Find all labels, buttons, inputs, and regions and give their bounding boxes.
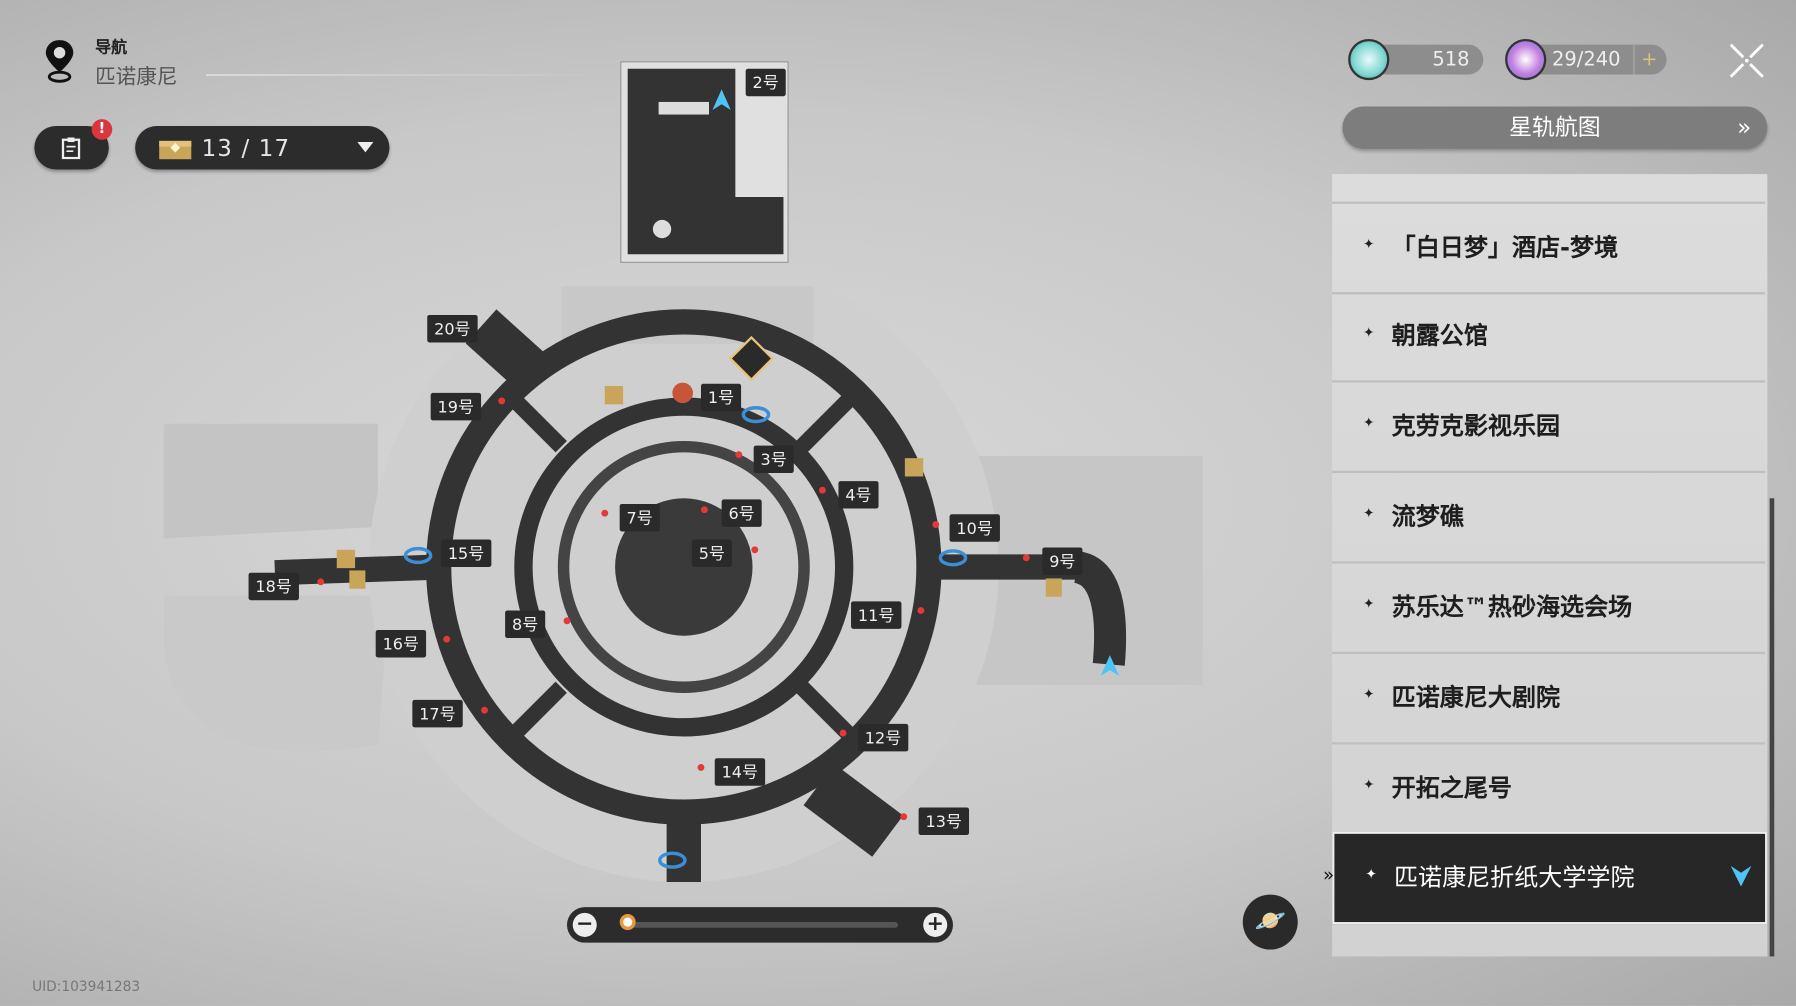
zoom-in-button[interactable]: +: [923, 912, 948, 937]
map-label-20[interactable]: 20号: [427, 314, 478, 343]
divider: [206, 74, 608, 76]
location-label: 流梦礁: [1391, 502, 1464, 531]
zoom-slider[interactable]: − +: [566, 907, 953, 943]
map-label-10[interactable]: 10号: [949, 514, 1000, 542]
location-item[interactable]: ✦ 流梦礁: [1332, 473, 1766, 564]
star-icon: ✦: [1363, 686, 1375, 703]
location-label: 匹诺康尼折纸大学学院: [1393, 863, 1635, 892]
location-item-selected[interactable]: ✦ 匹诺康尼折纸大学学院: [1332, 831, 1768, 925]
location-item[interactable]: ✦ 克劳克影视乐园: [1332, 383, 1766, 474]
map-label-8[interactable]: 8号: [505, 610, 546, 638]
map-label-15[interactable]: 15号: [440, 539, 492, 567]
location-list[interactable]: ✦ 「白日梦」酒店-梦境 ✦ 朝露公馆 ✦ 克劳克影视乐园 ✦ 流梦礁 ✦ 苏乐达™热砂海…: [1332, 174, 1768, 957]
double-chevron-right-icon: »: [1737, 113, 1752, 141]
list-scrollbar[interactable]: [1769, 498, 1775, 957]
space-anchor-icons[interactable]: [403, 406, 968, 869]
close-icon[interactable]: [1727, 41, 1766, 80]
map-label-1[interactable]: 1号: [700, 383, 741, 412]
location-label: 朝露公馆: [1391, 321, 1488, 350]
player-arrow-icons: [712, 89, 1120, 676]
stellar-jade-icon: [1348, 38, 1390, 81]
location-label: 苏乐达™热砂海选会场: [1391, 593, 1633, 621]
location-label: 克劳克影视乐园: [1391, 412, 1561, 440]
puzzle-icons[interactable]: [336, 382, 1062, 597]
map-background: [163, 61, 1203, 882]
location-label: 「白日梦」酒店-梦境: [1391, 233, 1619, 262]
planet-icon: 🪐: [1254, 907, 1286, 936]
zoom-out-button[interactable]: −: [572, 912, 597, 937]
map-label-18[interactable]: 18号: [248, 572, 299, 601]
star-icon: ✦: [1365, 865, 1377, 882]
map-label-4[interactable]: 4号: [838, 481, 879, 509]
region-name: 匹诺康尼: [95, 65, 178, 90]
star-icon: ✦: [1363, 414, 1375, 431]
zoom-track[interactable]: [626, 922, 899, 928]
location-item[interactable]: ✦ 匹诺康尼大剧院: [1332, 654, 1766, 745]
map-label-3[interactable]: 3号: [753, 445, 794, 474]
map-label-9[interactable]: 9号: [1042, 547, 1083, 575]
map-label-12[interactable]: 12号: [857, 723, 909, 752]
chest-count: 13 / 17: [201, 134, 291, 162]
map-label-19[interactable]: 19号: [430, 392, 481, 421]
stellar-jade-value: 518: [1432, 48, 1470, 72]
location-item[interactable]: ✦ 朝露公馆: [1332, 292, 1766, 383]
location-label: 开拓之尾号: [1391, 774, 1512, 802]
trailblaze-power-icon: [1505, 38, 1547, 81]
map-label-11[interactable]: 11号: [851, 601, 902, 629]
map-corridors: [274, 309, 1127, 882]
map-label-16[interactable]: 16号: [375, 629, 426, 658]
star-icon: ✦: [1363, 776, 1375, 793]
star-icon: ✦: [1363, 324, 1375, 341]
current-location-arrow-icon: [1730, 865, 1752, 887]
nav-label: 导航: [95, 38, 128, 58]
location-item[interactable]: ✦ 苏乐达™热砂海选会场: [1332, 564, 1766, 655]
map-label-14[interactable]: 14号: [714, 758, 765, 786]
location-item[interactable]: ✦ 「白日梦」酒店-梦境: [1332, 201, 1766, 295]
planet-switch-button[interactable]: 🪐: [1242, 894, 1298, 950]
map-label-2[interactable]: 2号: [745, 68, 786, 97]
star-icon: ✦: [1363, 235, 1375, 252]
selection-pointer-icon: »: [1322, 863, 1335, 886]
add-power-button[interactable]: +: [1633, 44, 1657, 75]
treasure-chest-icon: [159, 140, 192, 160]
map-markers[interactable]: [317, 397, 1030, 821]
zoom-handle[interactable]: [619, 914, 636, 931]
map-label-13[interactable]: 13号: [918, 807, 969, 836]
exit-icon[interactable]: [728, 335, 775, 382]
location-item[interactable]: ✦ 开拓之尾号: [1332, 745, 1766, 836]
map-label-7[interactable]: 7号: [619, 503, 660, 532]
alert-badge: !: [91, 119, 113, 140]
star-rail-map-button[interactable]: 星轨航图 »: [1342, 106, 1768, 149]
map-label-17[interactable]: 17号: [412, 699, 463, 728]
clipboard-icon: [61, 137, 81, 160]
map-label-5[interactable]: 5号: [691, 539, 732, 567]
map-label-6[interactable]: 6号: [721, 499, 762, 527]
star-rail-map-label: 星轨航图: [1509, 113, 1601, 141]
location-label: 匹诺康尼大剧院: [1391, 683, 1561, 712]
treasure-chest-filter[interactable]: 13 / 17: [135, 125, 390, 170]
dropdown-caret-icon: [357, 142, 374, 153]
star-icon: ✦: [1363, 595, 1375, 612]
star-icon: ✦: [1363, 505, 1375, 522]
trailblaze-power-value: 29/240: [1552, 48, 1621, 72]
location-pin-icon: [45, 40, 74, 83]
uid-label: UID:103941283: [32, 978, 141, 995]
